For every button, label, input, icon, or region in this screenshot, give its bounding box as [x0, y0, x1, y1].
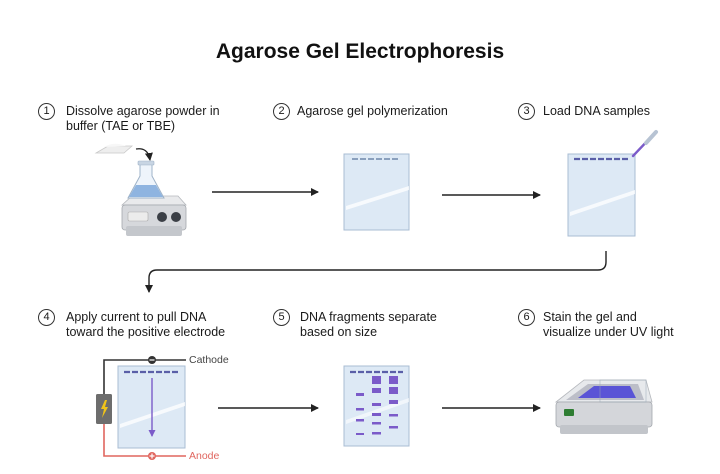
uv-transilluminator-icon — [554, 379, 653, 434]
agarose-powder — [94, 143, 134, 154]
step-text-line1: Stain the gel and — [543, 310, 637, 324]
page-title: Agarose Gel Electrophoresis — [215, 40, 505, 63]
step-number: 3 — [518, 103, 535, 120]
cathode-label: Cathode — [189, 354, 229, 366]
power-supply — [96, 394, 112, 424]
anode-label: Anode — [189, 450, 220, 462]
hot-plate-icon — [120, 195, 187, 236]
step-text-line1: DNA fragments separate — [300, 310, 437, 324]
flask-icon — [127, 160, 165, 199]
pour-arrow — [135, 148, 153, 161]
minus-icon — [148, 356, 156, 364]
step-number: 5 — [273, 309, 290, 326]
plus-icon — [148, 452, 156, 460]
step-text-line2: based on size — [300, 325, 378, 339]
arrow-3-4 — [145, 251, 607, 293]
step-text-line1: Dissolve agarose powder in — [66, 104, 220, 118]
pipette-icon — [631, 130, 658, 158]
step-text-line1: Agarose gel polymerization — [297, 104, 448, 118]
agarose-gel — [343, 153, 410, 231]
step-text-line1: Apply current to pull DNA — [66, 310, 207, 324]
gel-with-wells — [567, 153, 636, 237]
dna-bands — [356, 376, 398, 435]
step-number: 4 — [38, 309, 55, 326]
electrophoresis-circuit — [96, 356, 186, 460]
lightning-icon — [101, 400, 108, 418]
step-text-line2: visualize under UV light — [543, 325, 674, 339]
step-text-line2: toward the positive electrode — [66, 325, 226, 339]
step-number: 1 — [38, 103, 55, 120]
step-text-line1: Load DNA samples — [543, 104, 651, 118]
step-text-line2: buffer (TAE or TBE) — [66, 119, 176, 133]
step-number: 2 — [273, 103, 290, 120]
running-gel — [117, 365, 186, 449]
step-number: 6 — [518, 309, 535, 326]
separated-gel — [343, 365, 410, 447]
